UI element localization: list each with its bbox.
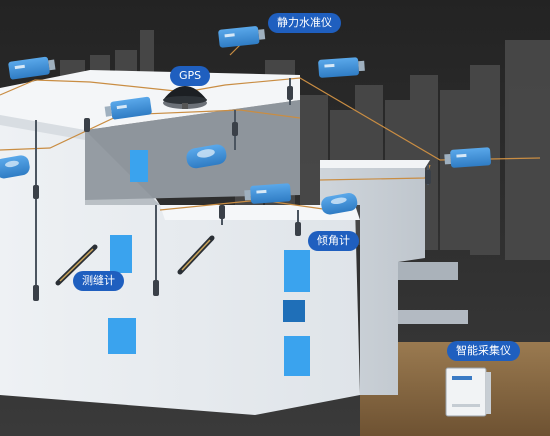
data-collector-icon — [445, 367, 491, 417]
tilt-meter-icon — [0, 144, 358, 215]
balcony-lower — [398, 310, 468, 324]
leveling-gauge-icon — [8, 26, 491, 204]
crack-meter-icon — [55, 235, 215, 286]
side-wing — [320, 168, 425, 395]
roof-edge — [0, 115, 85, 140]
balcony — [398, 262, 458, 280]
side-wing-roof — [320, 160, 430, 168]
gps-antenna-icon — [163, 86, 207, 109]
rod-caps — [33, 86, 431, 301]
label-tilt-meter: 倾角计 — [308, 231, 359, 251]
windows — [108, 150, 310, 376]
window-dark — [283, 300, 305, 322]
label-crack-meter: 测缝计 — [73, 271, 124, 291]
label-gps: GPS — [170, 66, 211, 86]
label-leveling-gauge: 静力水准仪 — [268, 13, 341, 33]
terrace-floor — [160, 205, 360, 220]
upper-box-shadow — [85, 130, 160, 205]
label-data-collector: 智能采集仪 — [447, 341, 520, 361]
